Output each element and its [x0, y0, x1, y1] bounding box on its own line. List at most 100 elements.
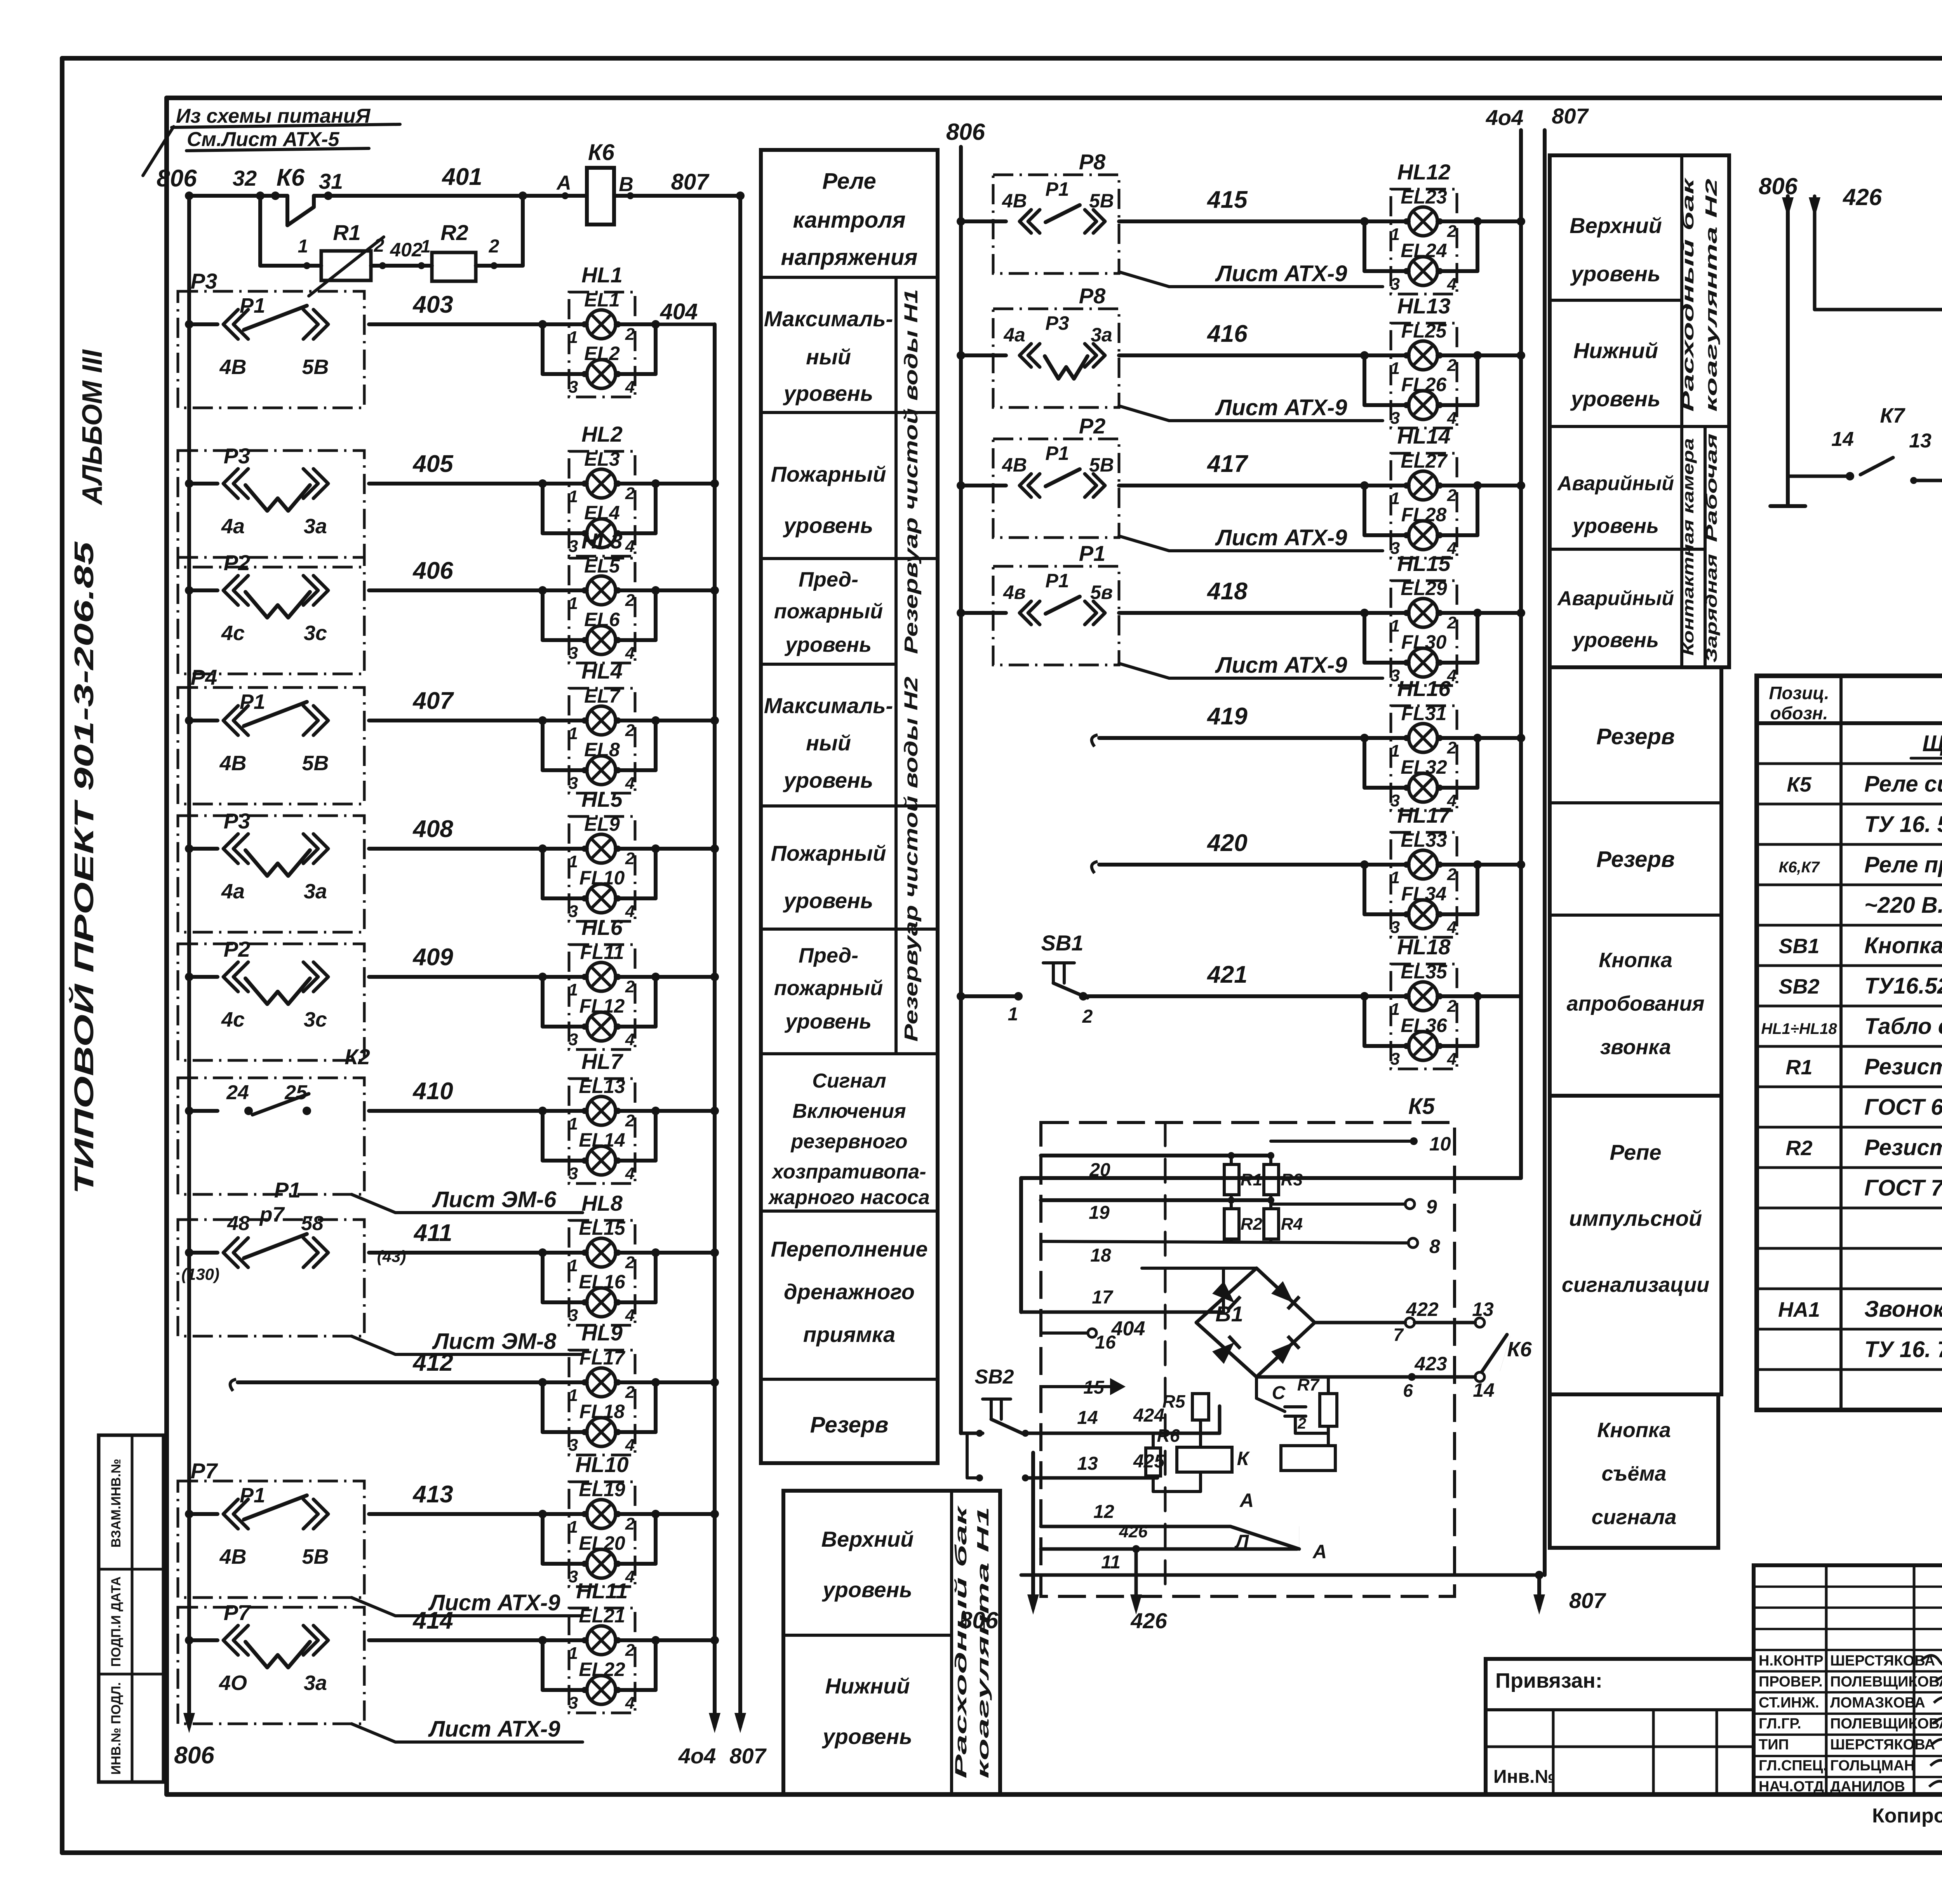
svg-text:ЕL21: ЕL21 — [579, 1605, 625, 1627]
svg-text:Р1: Р1 — [1079, 541, 1106, 566]
svg-text:18: 18 — [1090, 1245, 1111, 1266]
svg-text:Р1: Р1 — [240, 1484, 265, 1507]
svg-text:4В: 4В — [219, 1545, 246, 1568]
svg-text:3: 3 — [1390, 275, 1400, 294]
svg-text:уровень: уровень — [784, 633, 872, 656]
svg-text:ГЛ.ГР.: ГЛ.ГР. — [1759, 1716, 1801, 1732]
svg-text:2: 2 — [625, 1514, 635, 1533]
svg-text:3: 3 — [1390, 1049, 1400, 1069]
svg-text:6: 6 — [1403, 1380, 1413, 1401]
svg-text:ЕL27: ЕL27 — [1401, 450, 1448, 472]
svg-text:Резервуар чистой воды Н1: Резервуар чистой воды Н1 — [901, 289, 922, 654]
svg-text:ЕL13: ЕL13 — [579, 1076, 625, 1097]
svg-text:409: 409 — [412, 944, 453, 971]
svg-text:Лист АТХ-9: Лист АТХ-9 — [428, 1716, 560, 1742]
svg-text:пожарный: пожарный — [774, 600, 883, 623]
svg-text:ЕL2: ЕL2 — [584, 343, 620, 364]
svg-text:2: 2 — [625, 325, 635, 344]
svg-text:К6: К6 — [1507, 1338, 1532, 1361]
svg-text:2: 2 — [625, 1641, 635, 1660]
svg-text:ТУ 16. 523. 311 -70: ТУ 16. 523. 311 -70 — [1864, 812, 1942, 837]
svg-text:ный: ный — [806, 731, 851, 755]
svg-text:411: 411 — [413, 1220, 452, 1246]
svg-text:HL7: HL7 — [581, 1049, 624, 1074]
svg-text:Р1: Р1 — [240, 690, 265, 714]
svg-text:Сигнал: Сигнал — [812, 1070, 886, 1092]
svg-text:FL28: FL28 — [1401, 504, 1447, 526]
svg-text:коагулянта Н2: коагулянта Н2 — [1702, 179, 1720, 412]
svg-text:HL9: HL9 — [581, 1321, 623, 1345]
svg-text:Реле: Реле — [822, 169, 876, 194]
svg-text:1: 1 — [1390, 225, 1400, 244]
svg-text:403: 403 — [412, 291, 453, 318]
svg-text:ЕL9: ЕL9 — [584, 813, 620, 835]
svg-text:426: 426 — [1130, 1608, 1167, 1633]
svg-text:FL17: FL17 — [579, 1347, 626, 1369]
svg-text:806: 806 — [157, 165, 197, 192]
svg-text:408: 408 — [412, 816, 453, 842]
svg-text:Репе: Репе — [1610, 1140, 1661, 1164]
svg-text:410: 410 — [412, 1078, 453, 1105]
svg-text:FL10: FL10 — [579, 867, 625, 889]
svg-text:2: 2 — [1447, 356, 1457, 375]
svg-text:4: 4 — [625, 1693, 635, 1713]
svg-text:3: 3 — [569, 1030, 578, 1049]
svg-text:ЕL16: ЕL16 — [579, 1271, 626, 1293]
svg-text:Аварийный: Аварийный — [1557, 472, 1674, 495]
svg-text:58: 58 — [301, 1212, 324, 1235]
svg-text:ЕL35: ЕL35 — [1401, 961, 1448, 983]
svg-text:ЕL24: ЕL24 — [1401, 240, 1447, 261]
svg-text:404: 404 — [660, 299, 698, 324]
svg-text:R3: R3 — [1281, 1170, 1303, 1189]
svg-text:ЕL19: ЕL19 — [579, 1479, 625, 1500]
svg-text:SВ1: SВ1 — [1041, 931, 1084, 955]
svg-text:Лист АТХ-9: Лист АТХ-9 — [1215, 525, 1347, 550]
svg-text:1: 1 — [569, 328, 578, 347]
svg-text:807: 807 — [1569, 1588, 1606, 1613]
svg-text:4: 4 — [625, 902, 635, 921]
svg-text:ЕL6: ЕL6 — [584, 609, 620, 630]
svg-text:FL30: FL30 — [1401, 631, 1447, 653]
svg-text:R4: R4 — [1281, 1215, 1303, 1234]
svg-text:HL14: HL14 — [1397, 424, 1451, 448]
svg-text:R1: R1 — [333, 220, 361, 245]
svg-text:423: 423 — [1414, 1353, 1447, 1375]
svg-text:К7: К7 — [1880, 404, 1905, 427]
svg-text:FL31: FL31 — [1401, 703, 1447, 724]
svg-text:2: 2 — [625, 977, 635, 996]
svg-text:пожарный: пожарный — [774, 976, 883, 1000]
svg-text:уровень: уровень — [821, 1577, 912, 1602]
svg-text:приямка: приямка — [803, 1322, 895, 1347]
svg-text:уровень: уровень — [1570, 261, 1660, 286]
svg-text:HL4: HL4 — [581, 659, 623, 683]
svg-text:HL3: HL3 — [581, 529, 623, 553]
svg-text:8: 8 — [1429, 1236, 1440, 1257]
svg-text:Р2: Р2 — [1079, 414, 1106, 438]
svg-text:обозн.: обозн. — [1770, 703, 1828, 723]
svg-text:4: 4 — [625, 1567, 635, 1586]
svg-text:Позиц.: Позиц. — [1769, 683, 1829, 703]
svg-text:1: 1 — [1390, 359, 1400, 378]
svg-text:SВ2: SВ2 — [1778, 975, 1819, 998]
svg-text:уровень: уровень — [783, 768, 873, 792]
svg-text:ЕL32: ЕL32 — [1401, 756, 1447, 778]
svg-text:2: 2 — [625, 849, 635, 868]
svg-text:2: 2 — [1447, 738, 1457, 757]
svg-text:1: 1 — [569, 1518, 578, 1537]
svg-text:418: 418 — [1206, 578, 1248, 605]
svg-text:412: 412 — [412, 1349, 453, 1376]
svg-text:4с: 4с — [221, 621, 245, 645]
svg-text:3: 3 — [1390, 409, 1400, 428]
svg-text:Резерв: Резерв — [810, 1412, 889, 1438]
svg-text:уровень: уровень — [783, 513, 873, 538]
svg-text:HL13: HL13 — [1397, 294, 1451, 318]
svg-text:импульсной: импульсной — [1569, 1206, 1702, 1230]
svg-text:R2: R2 — [440, 220, 468, 245]
svg-text:ТУ16.526.007-71.: ТУ16.526.007-71. — [1864, 973, 1942, 999]
svg-text:Резерв: Резерв — [1596, 724, 1675, 749]
svg-text:2: 2 — [625, 1111, 635, 1130]
svg-text:806: 806 — [946, 119, 985, 145]
svg-text:4В: 4В — [219, 752, 246, 775]
svg-text:14: 14 — [1077, 1408, 1098, 1428]
svg-text:ПОЛЕВЩИКОВА: ПОЛЕВЩИКОВА — [1830, 1674, 1942, 1690]
